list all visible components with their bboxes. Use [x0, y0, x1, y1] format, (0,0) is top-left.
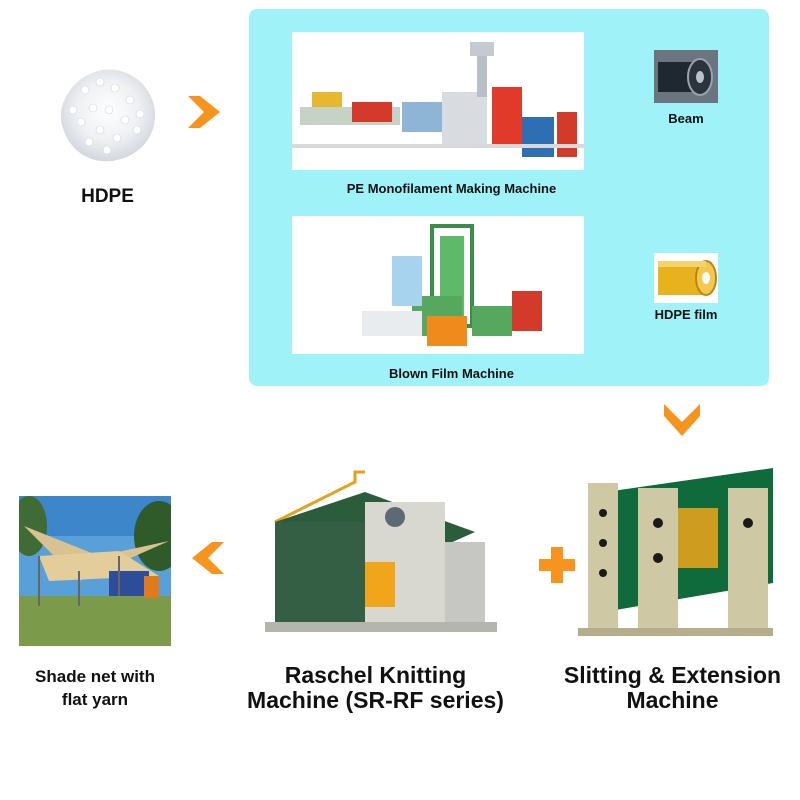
process-panel: PE Monofilament Making Machine Blown Fil… [249, 9, 769, 386]
slitting-machine-label-line2: Machine [626, 687, 719, 713]
monofilament-machine-image [292, 32, 584, 170]
hdpe-label: HDPE [81, 186, 134, 207]
arrow-down-icon [659, 398, 705, 444]
shade-net-label: Shade net with flat yarn [10, 665, 180, 711]
slitting-machine-image [578, 463, 773, 650]
raschel-machine-label-line1: Raschel Knitting [284, 662, 467, 688]
hdpe-film-label: HDPE film [654, 307, 718, 322]
blown-film-machine-image [292, 216, 584, 354]
arrow-right-icon [182, 90, 230, 134]
beam-image [654, 50, 718, 103]
monofilament-machine-label: PE Monofilament Making Machine [346, 181, 557, 196]
raschel-machine-image [265, 462, 497, 648]
arrow-left-icon [184, 536, 230, 580]
plus-icon [537, 545, 577, 590]
shade-net-label-line1: Shade net with [35, 667, 155, 686]
slitting-machine-label: Slitting & Extension Machine [545, 663, 800, 713]
slitting-machine-label-line1: Slitting & Extension [563, 662, 782, 688]
raschel-machine-label-line2: Machine (SR-RF series) [247, 687, 504, 713]
blown-film-machine-label: Blown Film Machine [389, 366, 514, 381]
shade-net-image [19, 496, 171, 646]
shade-net-label-line2: flat yarn [61, 690, 129, 709]
hdpe-pellets-image [45, 50, 165, 170]
hdpe-film-image [654, 253, 718, 303]
raschel-machine-label: Raschel Knitting Machine (SR-RF series) [228, 663, 523, 713]
beam-label: Beam [668, 111, 704, 126]
